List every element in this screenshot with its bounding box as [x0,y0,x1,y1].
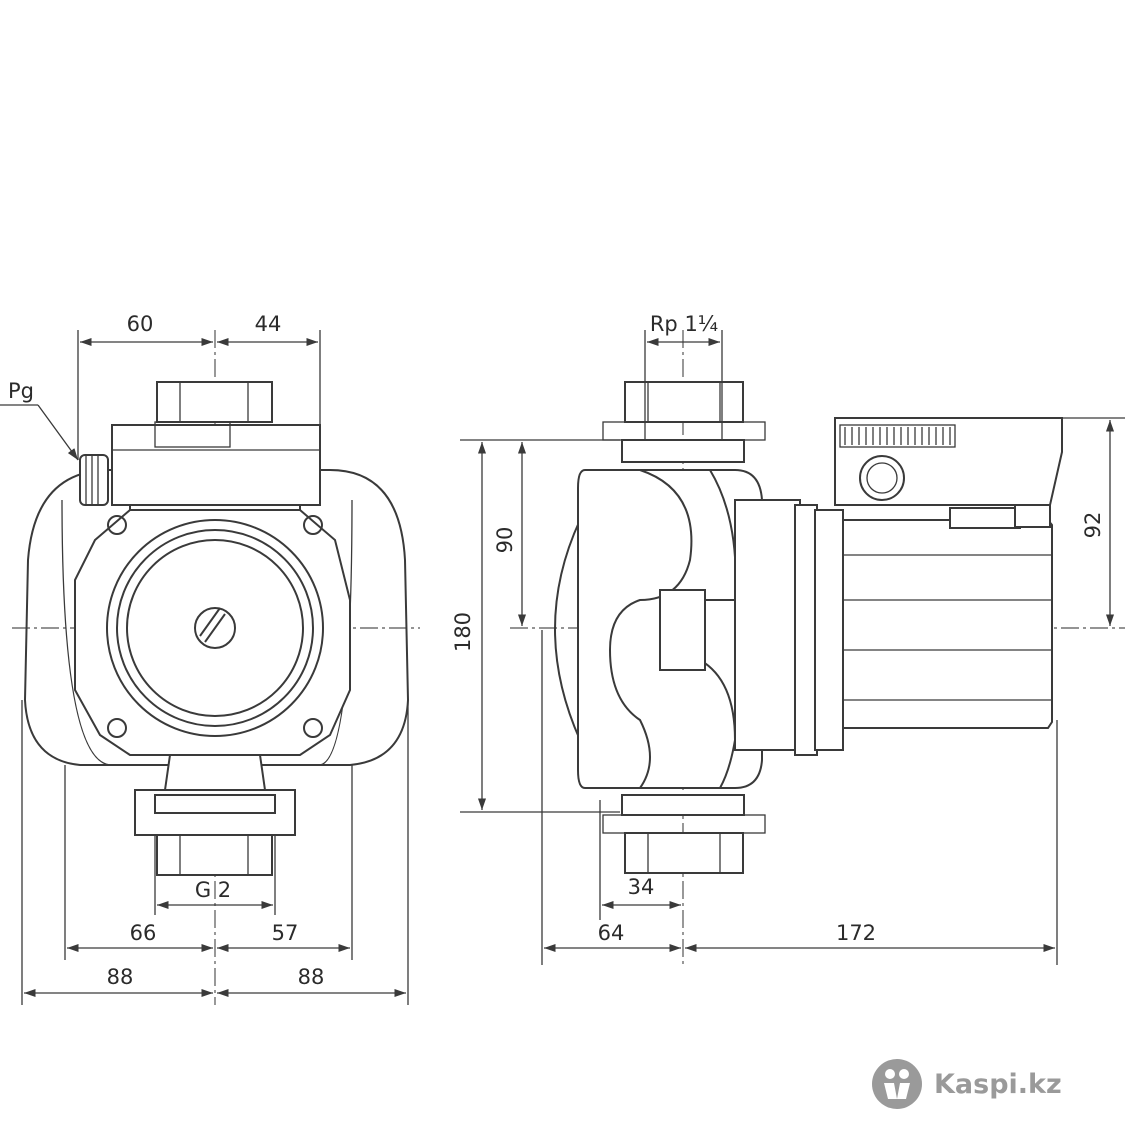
side-vent-grille [839,424,956,448]
front-outer-housing [23,469,410,766]
dim-bottom-inner-right: 57 [272,921,299,945]
front-top-connector [156,381,273,423]
front-volute-inner [126,539,304,717]
dim-front-top-right: 44 [255,312,282,336]
dim-side-height-total: 180 [451,612,475,652]
front-housing-edge [61,499,111,766]
dim-bottom-outer-left: 88 [107,965,134,989]
side-impeller-hub [659,589,706,671]
front-terminal-head [111,424,321,506]
dim-bottom-thread: G 2 [195,878,231,902]
dim-bottom-inner-left: 66 [130,921,157,945]
side-motor-body [842,519,1053,729]
pressure-gauge-knob [79,454,109,506]
dim-side-motor-height: 92 [1081,512,1105,539]
side-view: Rp 1¼ 90 180 92 34 64 172 [451,312,1125,965]
front-view: 60 44 Pg G 2 66 57 88 88 [0,312,420,1005]
screw-bottom-left [107,718,127,738]
screw-top-left [107,515,127,535]
kaspi-watermark: Kaspi.kz [870,1056,1062,1112]
side-bottom-connector [624,832,744,874]
dim-side-top-thread: Rp 1¼ [650,312,718,336]
dim-side-bottom-small: 34 [628,875,655,899]
dim-side-bottom-left: 64 [598,921,625,945]
kaspi-logo-icon [872,1059,922,1109]
side-top-flange [621,439,745,463]
side-top-connector [624,381,744,423]
screw-bottom-right [303,718,323,738]
side-volute-curve [608,469,693,789]
dim-bottom-outer-right: 88 [298,965,325,989]
dim-front-top-left: 60 [127,312,154,336]
screw-top-right [303,515,323,535]
side-rear-dome [554,519,581,741]
kaspi-brand-text: Kaspi.kz [934,1068,1062,1100]
dim-side-height-half: 90 [493,527,517,554]
front-volute-outer [106,519,324,737]
front-volute-mid [116,529,314,727]
side-motor-flange [734,499,801,751]
dim-side-bottom-right: 172 [836,921,876,945]
label-pressure-gauge: Pg [8,379,34,403]
side-bottom-flange [621,794,745,816]
front-bottom-connector [156,834,273,876]
